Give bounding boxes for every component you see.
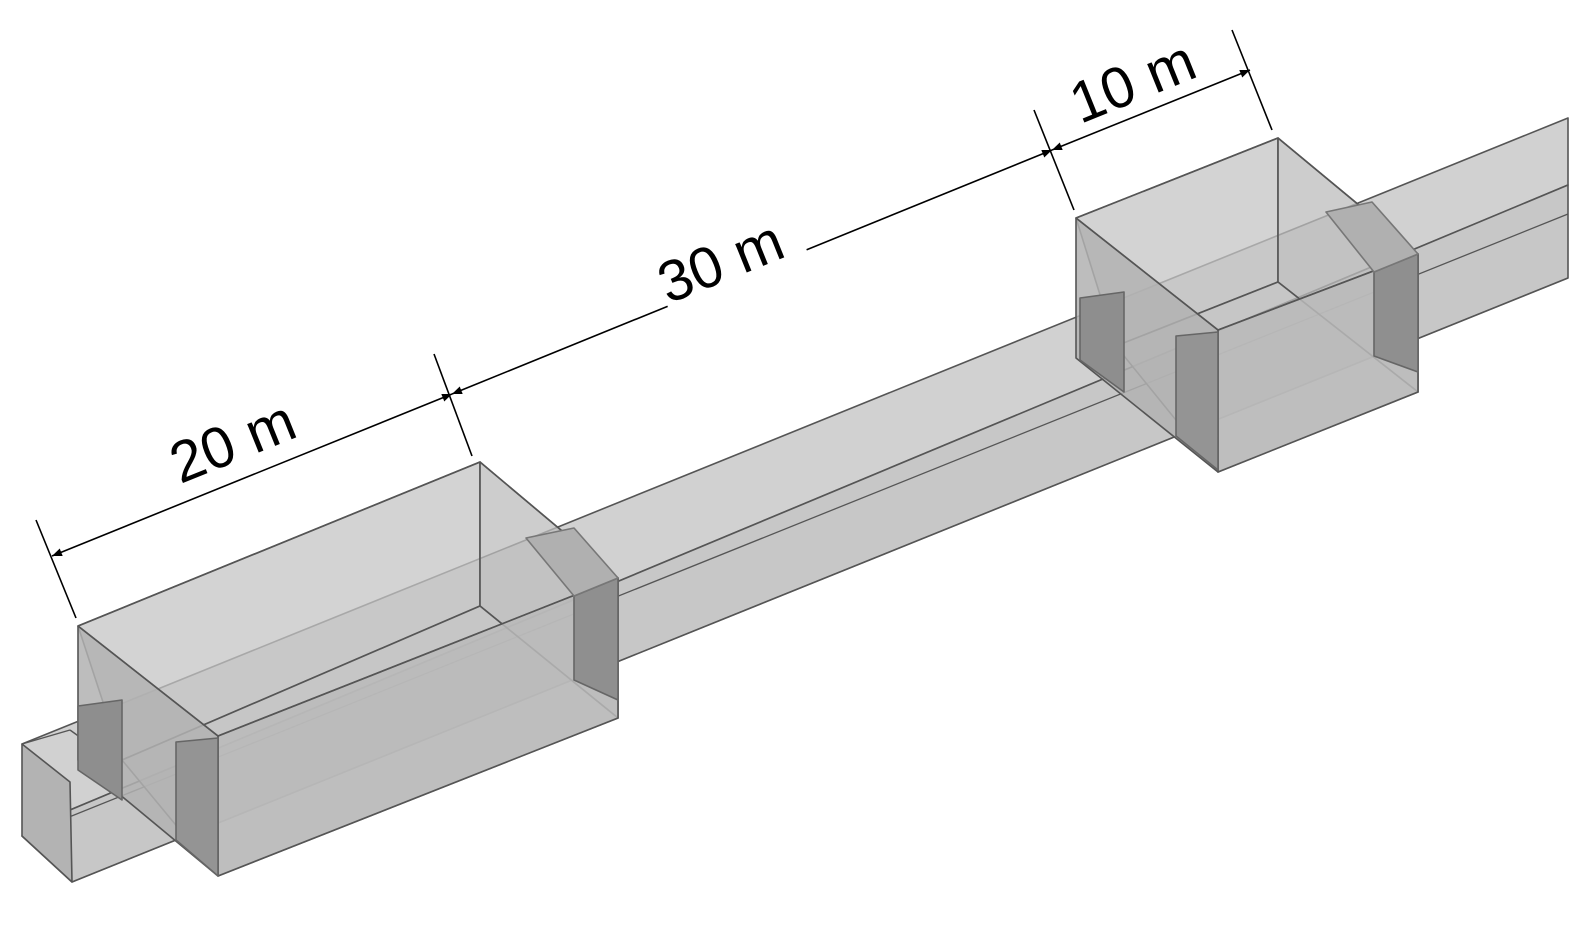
large-chamber-opening-left [77,699,123,801]
small-chamber-opening-inner [1175,331,1219,471]
small-chamber-opening-left [1079,291,1125,393]
large-chamber [77,461,619,877]
large-chamber-channel-stub [525,527,619,597]
large-chamber-opening-right [573,577,619,701]
small-chamber-opening-right [1373,253,1419,373]
label-20m: 20 m [161,388,305,497]
extension-line-2 [433,353,473,457]
extension-line-3 [1033,109,1075,211]
channel-end-cap [21,743,73,883]
label-30m-background [645,196,809,310]
small-chamber-channel-stub [1325,201,1419,273]
label-10m: 10 m [1061,28,1205,137]
large-chamber-opening-inner [175,737,219,877]
extension-line-1 [35,519,77,619]
dimension-line-20m [51,393,453,557]
extension-line-4 [1231,29,1273,131]
small-chamber [1075,137,1419,473]
dimension-line-10m [1051,69,1251,151]
